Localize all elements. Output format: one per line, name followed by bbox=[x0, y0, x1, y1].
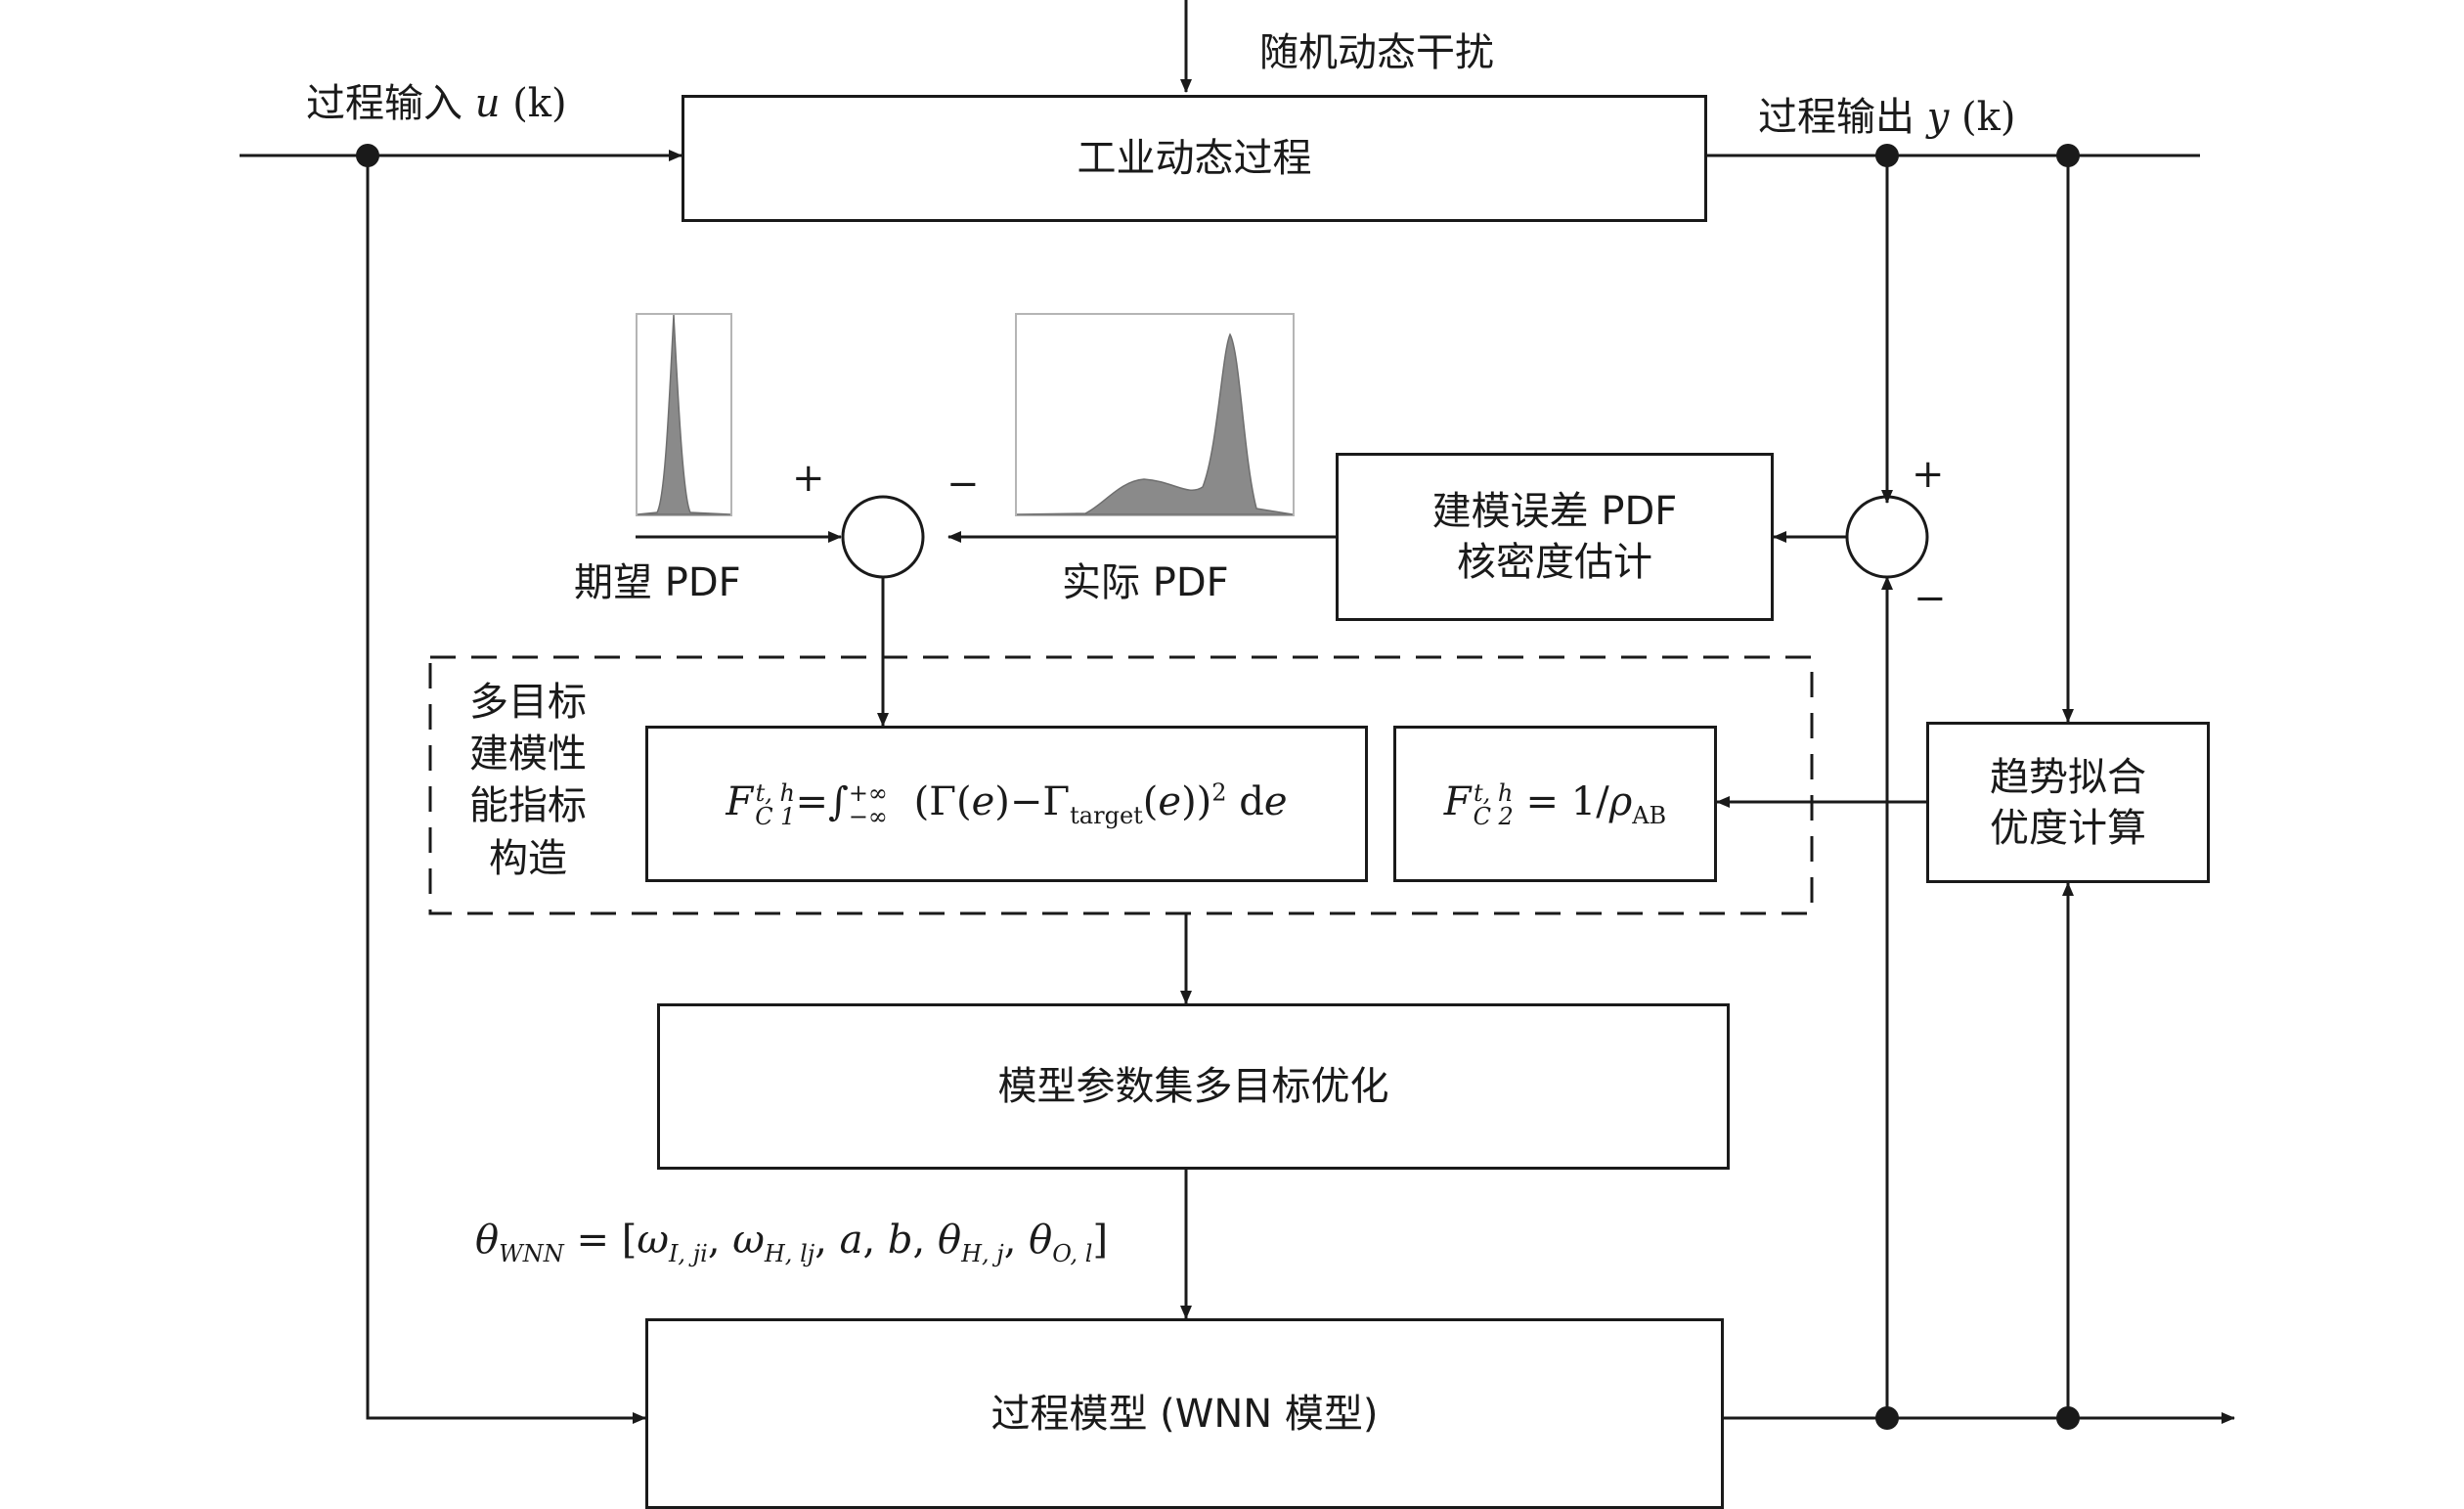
omega-2: ω bbox=[732, 1218, 765, 1263]
desired-pdf-label: 期望 PDF bbox=[574, 560, 741, 605]
comparator-circle bbox=[841, 495, 925, 579]
f2-symbol: F bbox=[1443, 778, 1472, 824]
process-input-text: 过程输入 bbox=[306, 81, 462, 126]
f2-rho: ρ bbox=[1608, 778, 1633, 824]
theta-o-subscript: O, l bbox=[1052, 1240, 1093, 1267]
optimizer-label: 模型参数集多目标优化 bbox=[997, 1064, 1389, 1109]
f1-e2: e bbox=[1158, 778, 1182, 824]
pdf-estimator-line2: 核密度估计 bbox=[1457, 540, 1652, 585]
process-output-label: 过程输出 y (k) bbox=[1758, 94, 2016, 141]
industrial-process-box: 工业动态过程 bbox=[682, 95, 1707, 222]
desired-pdf-plot bbox=[636, 313, 732, 516]
omega-1: ω bbox=[637, 1218, 669, 1263]
junction-dot bbox=[1875, 144, 1899, 167]
param-a: a bbox=[839, 1218, 863, 1263]
omega-1-subscript: I, ji bbox=[668, 1240, 708, 1267]
param-b: b bbox=[887, 1218, 913, 1263]
param-comma: , bbox=[862, 1218, 888, 1263]
f1-integral-upper: +∞ bbox=[848, 778, 888, 807]
trend-fit-line2: 优度计算 bbox=[1990, 805, 2146, 851]
summer-minus-sign: − bbox=[1914, 576, 1947, 621]
summer-plus-sign: + bbox=[1912, 452, 1945, 497]
input-to-model-line bbox=[366, 155, 646, 1424]
pdf-estimator-box: 建模误差 PDF 核密度估计 bbox=[1336, 453, 1774, 621]
junction-dot bbox=[2056, 1406, 2080, 1430]
industrial-process-label: 工业动态过程 bbox=[1077, 136, 1312, 181]
comparator-plus-sign: + bbox=[792, 456, 825, 501]
f1-integral-lower: −∞ bbox=[848, 802, 888, 830]
param-comma: , bbox=[814, 1218, 840, 1263]
multi-objective-line: 能指标 bbox=[469, 783, 587, 829]
actual-pdf-plot bbox=[1015, 313, 1295, 516]
param-comma: , bbox=[707, 1218, 733, 1263]
f1-superscript: t, h bbox=[755, 778, 795, 807]
f1-target: target bbox=[1070, 801, 1143, 829]
multi-objective-label: 多目标 建模性 能指标 构造 bbox=[469, 677, 587, 885]
summer-circle bbox=[1845, 495, 1929, 579]
f1-part-a: (Γ( bbox=[913, 778, 972, 824]
theta-o: θ bbox=[1029, 1218, 1053, 1263]
f2-superscript: t, h bbox=[1474, 778, 1514, 807]
f2-equals: = 1/ bbox=[1513, 778, 1609, 824]
optimizer-box: 模型参数集多目标优化 bbox=[657, 1003, 1730, 1170]
process-model-label: 过程模型 (WNN 模型) bbox=[990, 1391, 1379, 1437]
f1-equals-integral: =∫ bbox=[795, 778, 849, 824]
multi-objective-line: 建模性 bbox=[469, 732, 587, 777]
f1-part-b: )−Γ bbox=[994, 778, 1071, 824]
param-comma: , bbox=[912, 1218, 938, 1263]
actual-pdf-label: 实际 PDF bbox=[1062, 560, 1229, 605]
omega-2-subscript: H, lj bbox=[764, 1240, 815, 1267]
junction-dot bbox=[2056, 144, 2080, 167]
wnn-parameter-label: θWNN = [ωI, ji, ωH, lj, a, b, θH, j, θO,… bbox=[475, 1217, 1108, 1268]
process-model-box: 过程模型 (WNN 模型) bbox=[645, 1318, 1724, 1509]
comparator-minus-sign: − bbox=[946, 462, 980, 507]
f1-e3: e bbox=[1263, 778, 1288, 824]
param-close: ] bbox=[1092, 1218, 1109, 1263]
output-variable: y bbox=[1926, 95, 1950, 140]
junction-dot bbox=[356, 144, 379, 167]
theta-symbol: θ bbox=[475, 1218, 500, 1263]
pdf-estimator-line1: 建模误差 PDF bbox=[1431, 489, 1678, 534]
f1-part-c: ( bbox=[1142, 778, 1159, 824]
f1-e1: e bbox=[971, 778, 995, 824]
process-input-label: 过程输入 u (k) bbox=[306, 80, 567, 127]
trend-fit-box: 趋势拟合 优度计算 bbox=[1926, 722, 2210, 883]
f2-subscript: C 2 bbox=[1473, 802, 1514, 830]
param-comma: , bbox=[1003, 1218, 1030, 1263]
junction-dot bbox=[1875, 1406, 1899, 1430]
multi-objective-line: 构造 bbox=[489, 835, 567, 881]
theta-equals: = [ bbox=[563, 1218, 638, 1263]
f2-rho-subscript: AB bbox=[1632, 801, 1667, 829]
trend-fit-line1: 趋势拟合 bbox=[1990, 754, 2146, 800]
theta-h: θ bbox=[937, 1218, 962, 1263]
input-variable: u bbox=[474, 81, 501, 126]
disturbance-label: 随机动态干扰 bbox=[1259, 30, 1494, 75]
f1-d: d bbox=[1226, 778, 1264, 824]
f1-subscript: C 1 bbox=[755, 802, 796, 830]
f1-part-d: )) bbox=[1181, 778, 1212, 824]
input-argument: (k) bbox=[512, 81, 567, 126]
output-argument: (k) bbox=[1961, 95, 2016, 140]
f1-square: 2 bbox=[1211, 778, 1227, 807]
theta-h-subscript: H, j bbox=[961, 1240, 1004, 1267]
f1-symbol: F bbox=[726, 778, 754, 824]
multi-objective-line: 多目标 bbox=[469, 680, 587, 725]
theta-subscript: WNN bbox=[499, 1240, 564, 1267]
process-output-text: 过程输出 bbox=[1758, 95, 1914, 140]
